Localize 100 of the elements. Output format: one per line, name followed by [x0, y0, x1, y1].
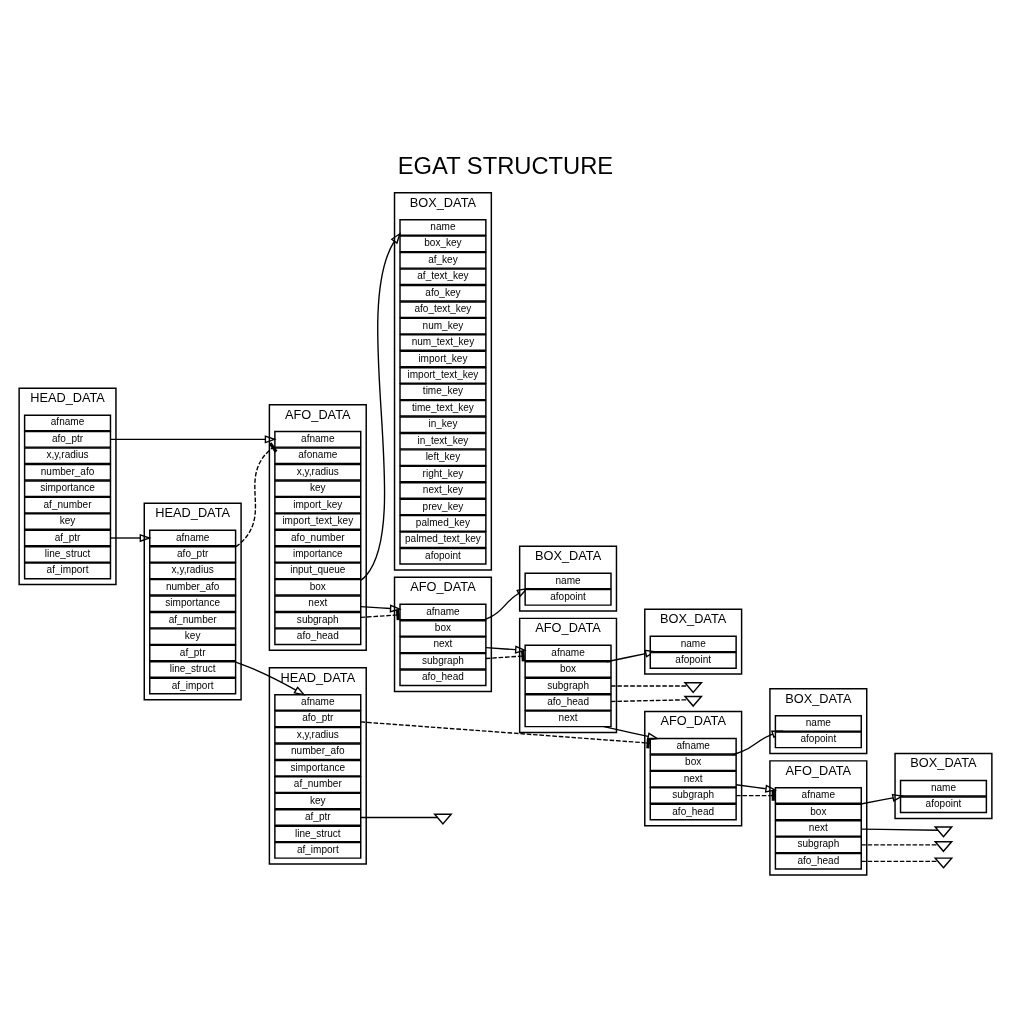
- node-box: box: [399, 619, 487, 637]
- connector: [860, 828, 939, 831]
- node-box: afo_ptr: [23, 430, 112, 448]
- node-box: subgraph: [774, 836, 862, 854]
- node-box: importance: [274, 545, 362, 563]
- node-box: number_afo: [23, 463, 112, 481]
- arrow: [603, 725, 660, 741]
- node-box: key: [149, 628, 237, 646]
- node-box: subgraph: [524, 677, 612, 695]
- node-box: af_ptr: [23, 529, 112, 547]
- node-box: afo_text_key: [399, 301, 487, 319]
- node-box: import_text_key: [399, 366, 487, 384]
- diagram-title: EGAT STRUCTURE: [397, 153, 614, 180]
- node-box: prev_key: [399, 498, 487, 516]
- connector: [235, 442, 278, 548]
- node-box: afoname: [274, 447, 362, 465]
- node-box: next_key: [399, 482, 487, 499]
- node-box: afo_head: [274, 628, 362, 646]
- node-box: afopoint: [774, 731, 862, 749]
- node-box: x,y,radius: [274, 463, 362, 481]
- arrow: [360, 232, 402, 581]
- node-box: number_afo: [149, 578, 237, 596]
- node-box: next: [399, 636, 487, 654]
- node-box: afname: [649, 737, 737, 755]
- node-box: in_key: [399, 416, 487, 434]
- node-box: afo_head: [649, 803, 737, 821]
- node-box: line_struct: [23, 545, 112, 563]
- node-box: af_key: [399, 251, 487, 269]
- node-box: line_struct: [149, 661, 237, 679]
- node-ground: [683, 682, 703, 694]
- node-box: afo_ptr: [149, 545, 237, 563]
- node-box: num_key: [399, 317, 487, 335]
- node-box: af_text_key: [399, 268, 487, 286]
- node-box: key: [274, 792, 362, 810]
- node-box: x,y,radius: [149, 562, 237, 580]
- node-box: afo_head: [524, 693, 612, 711]
- connector: [610, 685, 689, 687]
- node-box: num_text_key: [399, 334, 487, 352]
- connector: [360, 816, 438, 819]
- node-box: simportance: [274, 759, 362, 777]
- node-box: afo_head: [399, 669, 487, 687]
- node-box: af_ptr: [149, 644, 237, 662]
- node-box: afname: [23, 414, 112, 432]
- node-box: key: [23, 513, 112, 531]
- node-box: line_struct: [274, 825, 362, 843]
- node-box: palmed_text_key: [399, 531, 487, 549]
- node-box: palmed_key: [399, 514, 487, 532]
- node-box: afname: [524, 644, 612, 662]
- connector: [860, 844, 939, 846]
- node-box: afname: [274, 430, 362, 448]
- node-box: x,y,radius: [274, 726, 362, 744]
- node-box: import_key: [274, 496, 362, 514]
- node-box: box_key: [399, 235, 487, 253]
- node-box: box: [774, 803, 862, 821]
- node-box: box: [524, 661, 612, 679]
- node-box: afopoint: [899, 796, 988, 814]
- node-box: af_number: [149, 611, 237, 629]
- node-ground: [933, 857, 954, 869]
- node-box: x,y,radius: [23, 447, 112, 465]
- arrow: [360, 604, 402, 613]
- node-box: key: [274, 480, 362, 498]
- arrow: [605, 649, 657, 663]
- node-box: next: [524, 710, 612, 728]
- arrow: [109, 533, 152, 543]
- node-box: simportance: [149, 595, 237, 613]
- node-box: afname: [149, 529, 237, 547]
- node-box: number_afo: [274, 743, 362, 761]
- node-box: subgraph: [399, 652, 487, 670]
- node-box: afopoint: [649, 651, 737, 669]
- node-box: in_text_key: [399, 432, 487, 450]
- arrow: [109, 435, 277, 444]
- node-box: afname: [274, 693, 362, 711]
- node-box: subgraph: [274, 611, 362, 629]
- node-box: time_key: [399, 383, 487, 401]
- node-box: af_import: [23, 562, 112, 580]
- node-box: name: [399, 218, 487, 236]
- node-box: subgraph: [649, 787, 737, 805]
- node-box: input_queue: [274, 562, 362, 580]
- node-box: simportance: [23, 480, 112, 498]
- node-box: next: [649, 770, 737, 788]
- node-box: next: [274, 595, 362, 613]
- node-box: afo_ptr: [274, 710, 362, 728]
- node-box: afo_head: [774, 852, 862, 870]
- arrow: [485, 645, 527, 654]
- node-box: right_key: [399, 465, 487, 483]
- connector: [610, 699, 689, 703]
- node-box: name: [524, 572, 612, 590]
- node-ground: [433, 813, 453, 825]
- node-box: afo_key: [399, 284, 487, 302]
- node-box: import_text_key: [274, 513, 362, 531]
- node-box: afname: [399, 603, 487, 621]
- node-box: box: [649, 754, 737, 772]
- node-box: left_key: [399, 449, 487, 467]
- node-box: afopoint: [524, 588, 612, 606]
- node-box: afopoint: [399, 547, 487, 565]
- connector: [860, 860, 939, 863]
- arrow: [481, 587, 529, 622]
- node-box: time_text_key: [399, 399, 487, 417]
- node-box: box: [274, 578, 362, 596]
- node-box: name: [649, 635, 737, 653]
